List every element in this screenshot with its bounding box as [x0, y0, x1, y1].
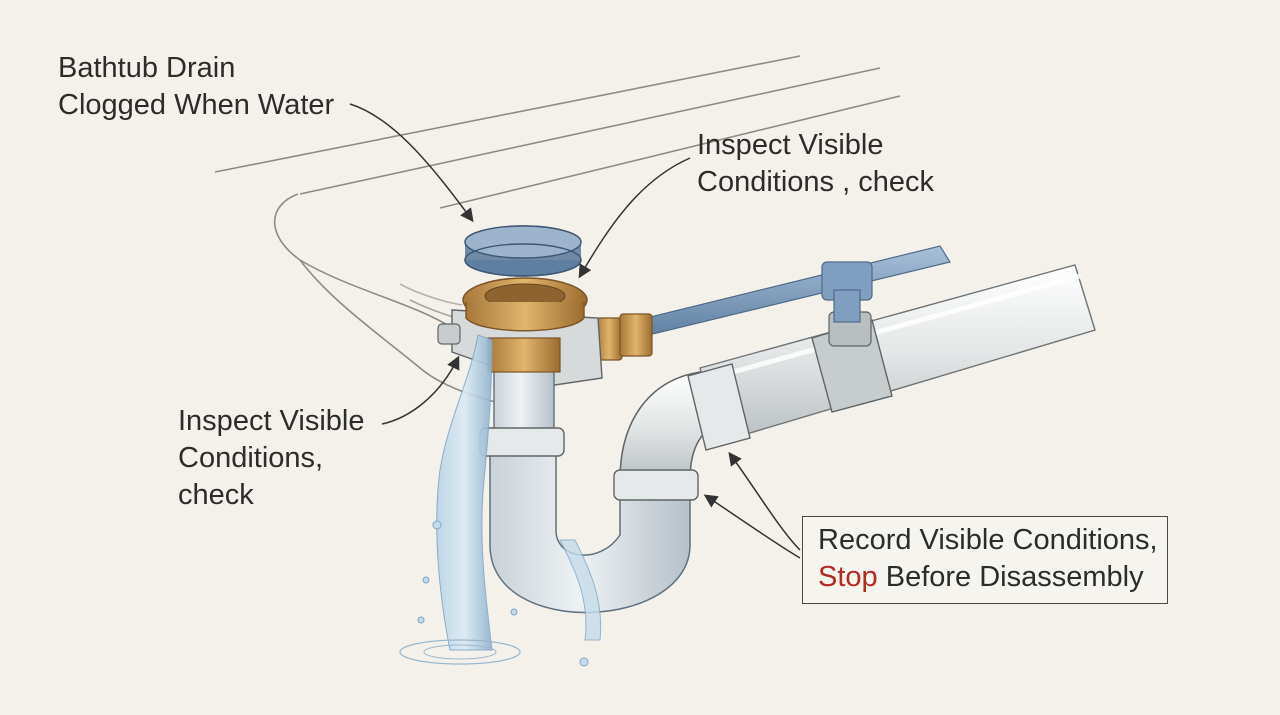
arrow-drain: [349, 103, 474, 223]
water-stream: [399, 334, 602, 667]
label-drain-line-2: Clogged When Water: [58, 89, 335, 121]
callout-stop-word: Stop: [818, 561, 878, 593]
callout-line-2: Stop Before Disassembly: [818, 559, 1167, 596]
callout-line-1: Record Visible Conditions,: [818, 524, 1158, 556]
label-inspect-top: Inspect Visible Conditions , check: [697, 127, 934, 201]
drain-flange: [462, 277, 588, 332]
arrow-left: [381, 355, 460, 425]
tub-rim-lines: [214, 55, 901, 403]
p-trap: [479, 363, 751, 614]
label-top-line-1: Inspect Visible: [697, 129, 884, 161]
annotation-arrows: [349, 103, 801, 559]
stopper-cap: [464, 225, 582, 277]
label-drain-line-1: Bathtub Drain: [58, 52, 236, 84]
label-top-line-2: Conditions , check: [697, 166, 934, 198]
arrow-top: [578, 157, 691, 279]
callout-record-conditions: Record Visible Conditions, Stop Before D…: [802, 516, 1168, 604]
label-left-line-3: check: [178, 479, 254, 511]
label-bathtub-drain: Bathtub Drain Clogged When Water: [58, 50, 334, 124]
callout-line-2-rest: Before Disassembly: [877, 561, 1144, 593]
brass-coupler: [595, 313, 653, 361]
label-left-line-2: Conditions,: [178, 442, 324, 474]
label-inspect-left: Inspect Visible Conditions, check: [178, 403, 364, 514]
label-left-line-1: Inspect Visible: [178, 405, 365, 437]
arrow-callout-1: [728, 451, 801, 551]
arrow-callout-2: [703, 494, 801, 559]
